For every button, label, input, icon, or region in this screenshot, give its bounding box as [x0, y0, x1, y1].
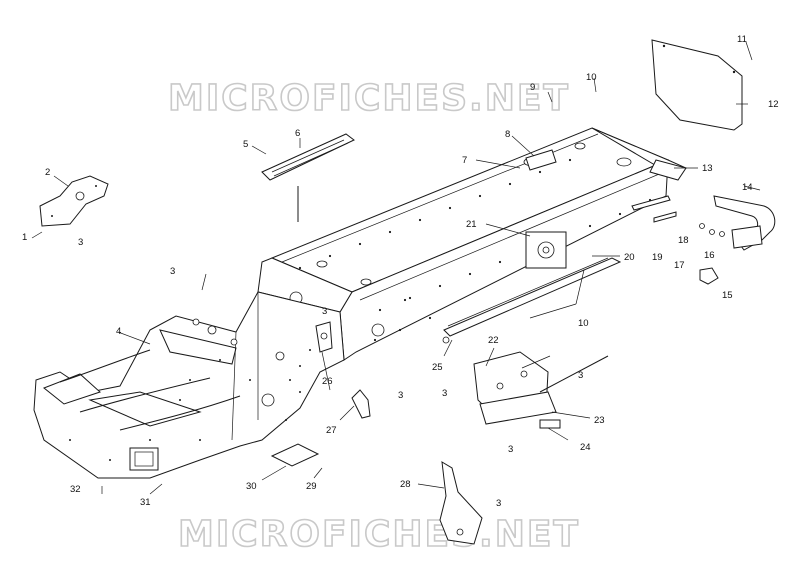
callout-3: 3: [398, 390, 403, 401]
watermark-bottom: MICROFICHES.NET: [178, 514, 580, 555]
callout-5: 5: [243, 139, 248, 150]
callout-13: 13: [702, 163, 713, 174]
callout-3: 3: [442, 388, 447, 399]
callout-28: 28: [400, 479, 411, 490]
callout-10: 10: [578, 318, 589, 329]
bumper-part-14[interactable]: [713, 195, 776, 251]
callout-3: 3: [496, 498, 501, 509]
bracket-part-27[interactable]: [351, 389, 371, 419]
suspension-bracket-part-23[interactable]: [473, 351, 609, 429]
callout-22: 22: [488, 335, 499, 346]
callout-14: 14: [742, 182, 753, 193]
callout-24: 24: [580, 442, 591, 453]
callout-23: 23: [594, 415, 605, 426]
callout-15: 15: [722, 290, 733, 301]
tunnel-assembly[interactable]: [257, 127, 688, 361]
front-frame[interactable]: [33, 291, 345, 479]
callout-31: 31: [140, 497, 151, 508]
callout-3: 3: [322, 306, 327, 317]
callout-17: 17: [674, 260, 685, 271]
callout-32: 32: [70, 484, 81, 495]
callout-9: 9: [530, 82, 535, 93]
callout-8: 8: [505, 129, 510, 140]
callout-3: 3: [78, 237, 83, 248]
callout-29: 29: [306, 481, 317, 492]
bracket-part-2[interactable]: [39, 175, 109, 227]
callout-10: 10: [586, 72, 597, 83]
callout-30: 30: [246, 481, 257, 492]
callout-3: 3: [578, 370, 583, 381]
watermark-top: MICROFICHES.NET: [168, 78, 570, 119]
callout-19: 19: [652, 252, 663, 263]
callout-25: 25: [432, 362, 443, 373]
plate-part-6[interactable]: [261, 133, 355, 222]
callout-2: 2: [45, 167, 50, 178]
bracket-part-28[interactable]: [439, 461, 483, 545]
flap-part-13[interactable]: [649, 159, 687, 181]
callout-27: 27: [326, 425, 337, 436]
callout-3: 3: [170, 266, 175, 277]
fastener-group-16-18[interactable]: [699, 223, 725, 237]
callout-6: 6: [295, 128, 300, 139]
callout-12: 12: [768, 99, 779, 110]
callout-1: 1: [22, 232, 27, 243]
callout-3: 3: [508, 444, 513, 455]
callout-4: 4: [116, 326, 121, 337]
callout-labels: 1 2 3 3 3 3 3 3 3 3 4 5 6 7 8 9 10 10 11…: [22, 34, 779, 509]
cap-part-15[interactable]: [699, 267, 719, 285]
panel-part-12[interactable]: [651, 39, 743, 131]
callout-11: 11: [737, 34, 747, 45]
callout-7: 7: [462, 155, 467, 166]
plate-part-30[interactable]: [270, 443, 320, 467]
callout-16: 16: [704, 250, 715, 261]
leader-lines: [31, 41, 761, 495]
callout-20: 20: [624, 252, 635, 263]
callout-26: 26: [322, 376, 333, 387]
callout-21: 21: [466, 219, 477, 230]
callout-18: 18: [678, 235, 689, 246]
